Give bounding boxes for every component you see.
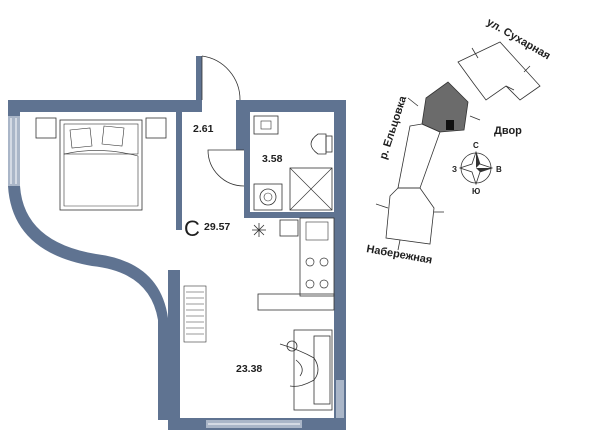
room-type-label: С	[184, 216, 200, 241]
stove	[305, 257, 315, 267]
wall-lower-left	[168, 270, 180, 422]
hall-area: 2.61	[193, 123, 214, 135]
sink	[253, 115, 279, 135]
compass-icon	[458, 150, 494, 186]
compass-east: В	[496, 165, 502, 174]
street-label-east: Двор	[494, 125, 522, 137]
living-area: 23.38	[236, 363, 262, 375]
building-middle	[421, 81, 469, 133]
building-south	[385, 187, 435, 245]
shower	[289, 167, 333, 211]
bathroom-area: 3.58	[262, 153, 283, 165]
toilet	[310, 133, 327, 155]
wall-entry-right	[236, 100, 244, 150]
street-label-north: ул. Сухарная	[485, 16, 553, 62]
entrance-door	[201, 55, 241, 101]
dining-table	[257, 293, 335, 311]
wall-entry-left	[196, 56, 202, 112]
building-north	[457, 41, 541, 101]
window-left	[8, 116, 20, 186]
window-right	[336, 380, 344, 418]
compass-south: Ю	[472, 187, 480, 196]
washing-machine	[253, 183, 283, 211]
bathroom-door	[207, 149, 245, 187]
building-curve	[397, 123, 441, 189]
bed	[35, 117, 167, 211]
fridge-icon	[252, 223, 266, 237]
compass-north: С	[473, 141, 479, 150]
wall-top-right	[238, 100, 346, 112]
exterior-walls	[8, 100, 200, 420]
site-arrows	[375, 47, 531, 251]
street-label-west: р. Ельцовка	[377, 94, 409, 161]
compass-west: З	[452, 165, 457, 174]
wall-right	[334, 100, 346, 430]
wall-hall	[176, 112, 182, 230]
street-label-south: Набережная	[365, 243, 433, 266]
site-map: С В Ю З ул. Сухарная р. Ельцовка Двор На…	[365, 16, 552, 266]
kitchen-counter	[299, 217, 335, 297]
floor-plan: С 2.61 3.58 29.57 23.38	[8, 55, 346, 430]
radiator	[183, 285, 207, 343]
sofa	[279, 329, 333, 411]
wall-bathroom-bottom	[244, 212, 336, 218]
wall-bathroom-left	[244, 112, 250, 218]
kitchen-sink	[279, 219, 299, 237]
studio-total-area: 29.57	[204, 221, 230, 233]
